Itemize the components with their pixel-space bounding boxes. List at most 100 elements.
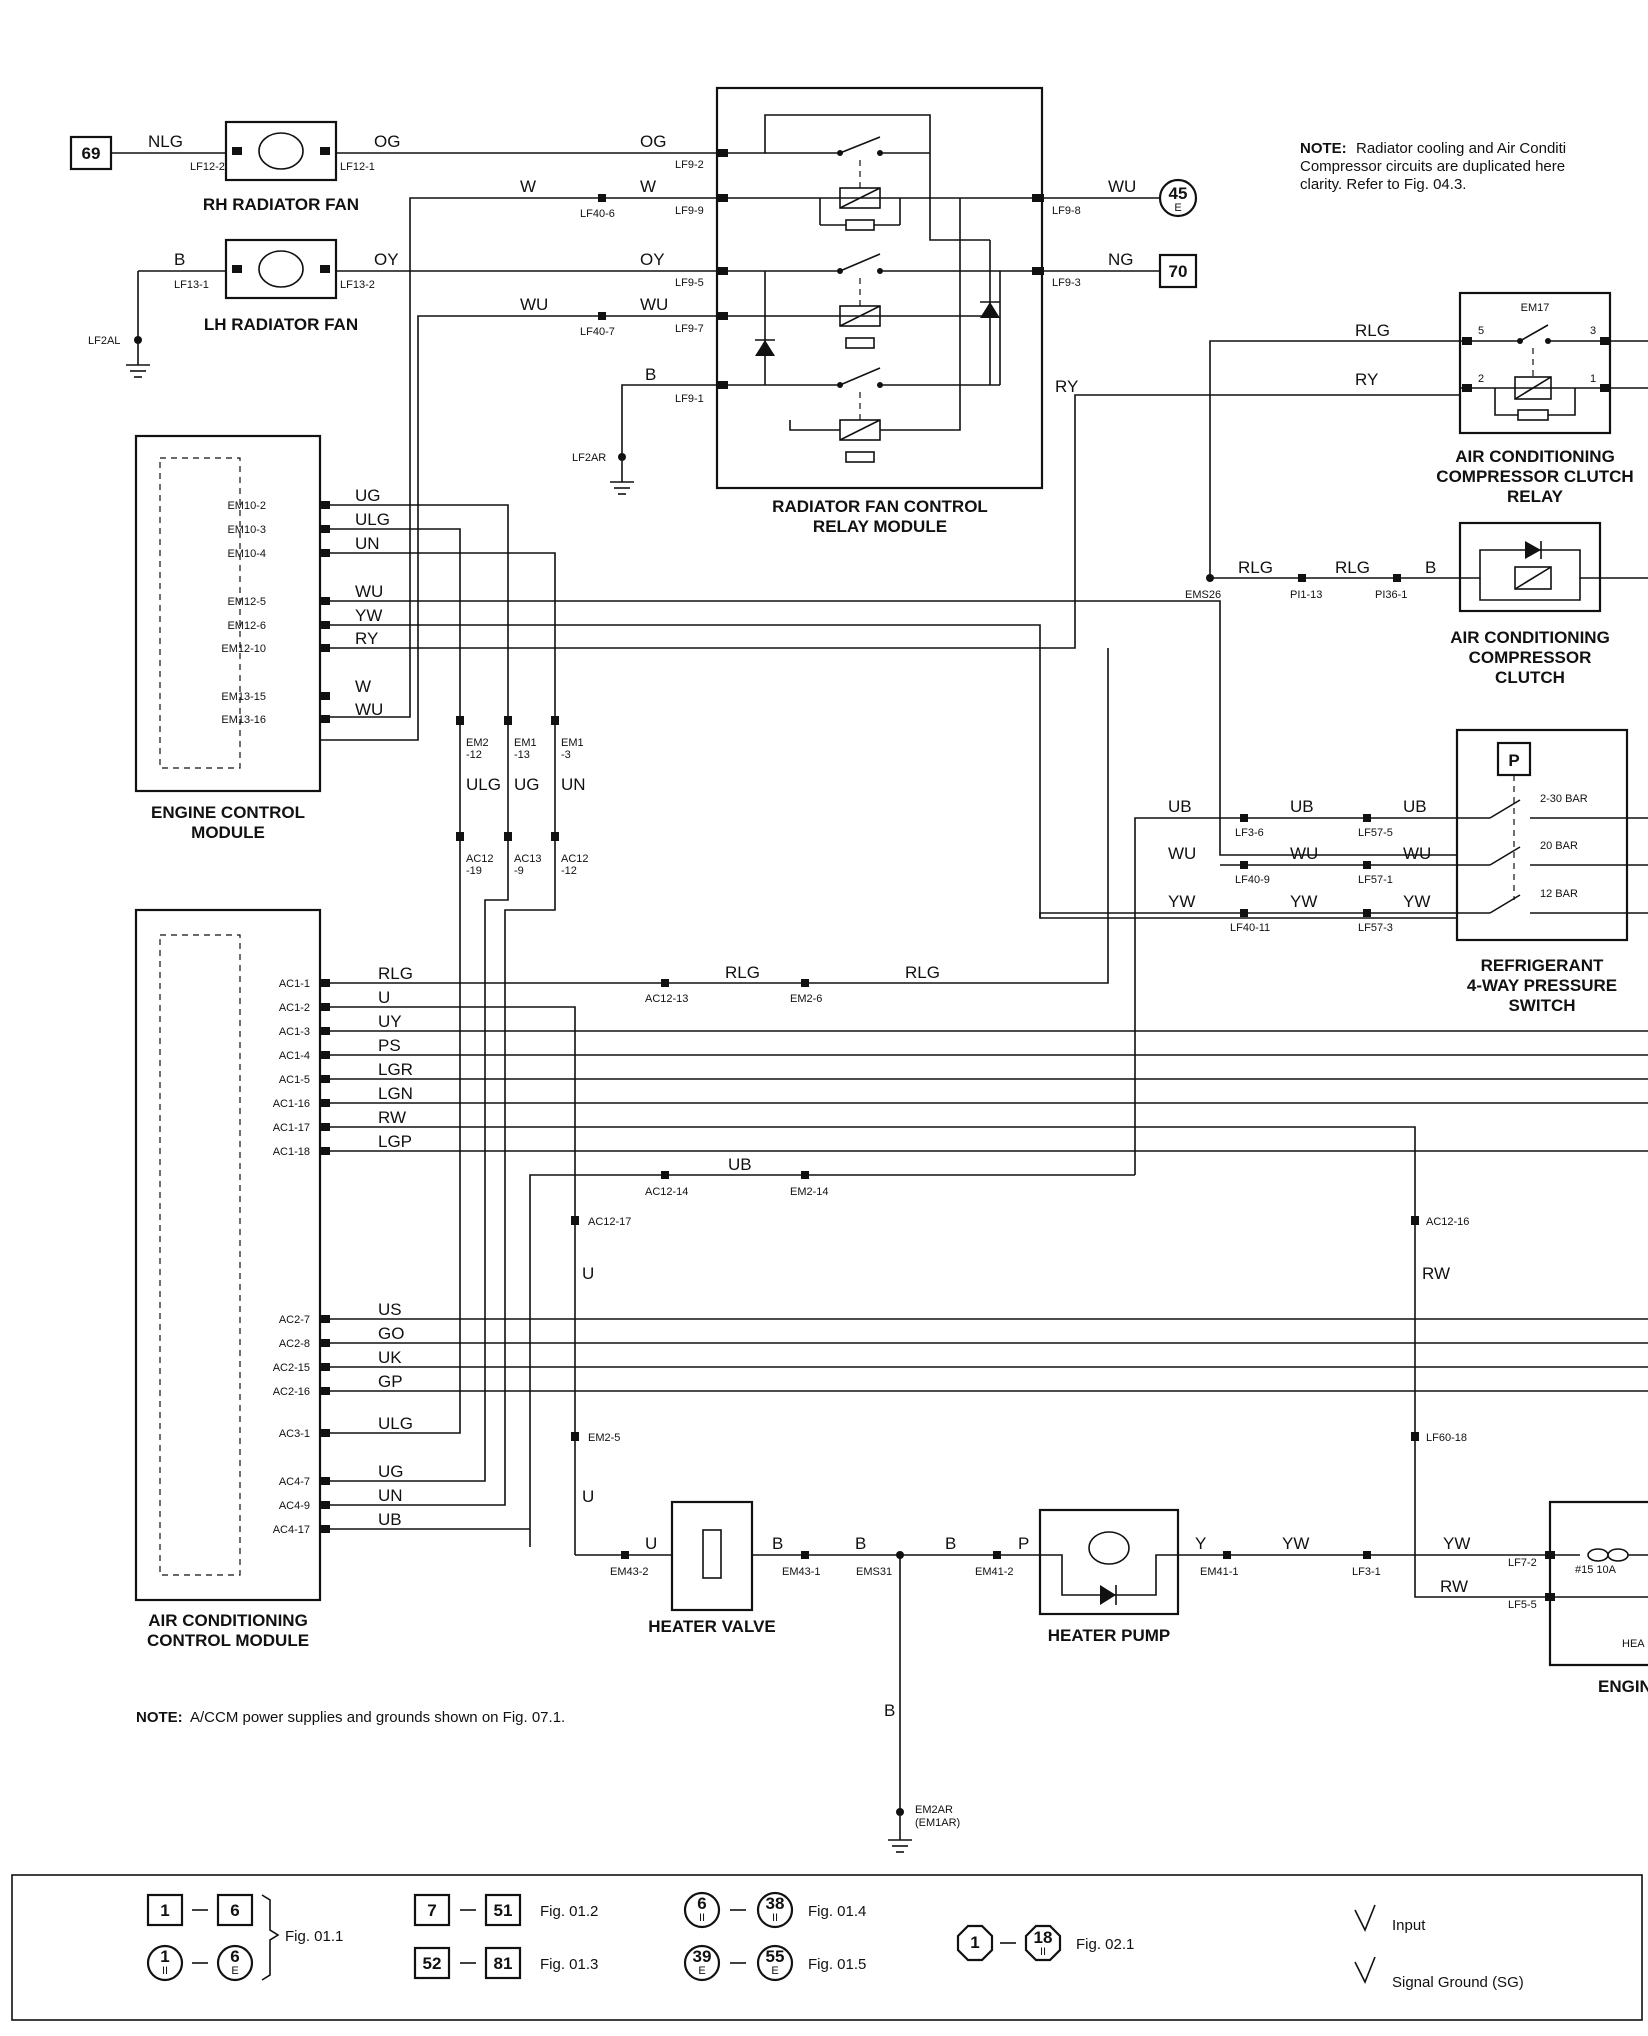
label: UB bbox=[728, 1155, 752, 1174]
label: UB bbox=[378, 1510, 402, 1529]
accm-pin: AC1-4PS bbox=[279, 1036, 401, 1062]
label: U bbox=[582, 1487, 594, 1506]
accm-pin: AC2-8GO bbox=[279, 1324, 405, 1350]
label: AC2-8 bbox=[279, 1338, 310, 1350]
label: LF5-5 bbox=[1508, 1599, 1537, 1611]
label: AC12 bbox=[561, 853, 589, 865]
label: RY bbox=[355, 629, 378, 648]
label: B bbox=[855, 1534, 866, 1553]
label: AC1-3 bbox=[279, 1026, 310, 1038]
label: E bbox=[771, 1965, 778, 1977]
label: YW bbox=[1403, 892, 1430, 911]
accm-pin: AC4-7UG bbox=[279, 1462, 404, 1488]
label: AC1-4 bbox=[279, 1050, 310, 1062]
label: UB bbox=[1290, 797, 1314, 816]
label: NOTE: bbox=[136, 1709, 183, 1726]
label: EM2-5 bbox=[588, 1432, 620, 1444]
label: REFRIGERANT bbox=[1481, 956, 1604, 975]
label: 3 bbox=[1590, 325, 1596, 337]
label: UG bbox=[355, 486, 381, 505]
label: LF7-2 bbox=[1508, 1557, 1537, 1569]
label: YW bbox=[1290, 892, 1317, 911]
label: 81 bbox=[494, 1954, 513, 1973]
label: (EM1AR) bbox=[915, 1817, 960, 1829]
label: WU bbox=[1403, 844, 1431, 863]
label: YW bbox=[1443, 1534, 1470, 1553]
label: AC1-16 bbox=[273, 1098, 310, 1110]
connector-label: LF12-1 bbox=[340, 161, 375, 173]
connector-label: LF9-5 bbox=[675, 277, 704, 289]
rlg-route: RLG RY EMS26 RLG PI1-13 RLG PI36-1 B bbox=[1185, 321, 1460, 601]
label: Y bbox=[1195, 1534, 1206, 1553]
label: Fig. 02.1 bbox=[1076, 1936, 1134, 1953]
label: 5 bbox=[1478, 325, 1484, 337]
wire-label: RY bbox=[1055, 377, 1078, 396]
label: E bbox=[231, 1965, 238, 1977]
em-connectors: EM2-12 EM1-13 EM1-3 ULG UG UN AC12-19 AC… bbox=[456, 716, 589, 877]
label: B bbox=[1425, 558, 1436, 577]
label: 52 bbox=[423, 1954, 442, 1973]
label: LF57-5 bbox=[1358, 827, 1393, 839]
label: AC1-17 bbox=[273, 1122, 310, 1134]
connector-label: LF40-6 bbox=[580, 208, 615, 220]
ecm-pin: EM13-15 W bbox=[221, 677, 371, 703]
label: HEA bbox=[1622, 1638, 1645, 1650]
ground-label: LF2AL bbox=[88, 335, 120, 347]
label: RLG bbox=[1335, 558, 1370, 577]
label: EM2 bbox=[466, 737, 489, 749]
lh-radiator-fan: B OY OY LF13-1 LF13-2 LH RADIATOR FAN LF… bbox=[88, 238, 717, 378]
label: 55 bbox=[766, 1947, 785, 1966]
label: YW bbox=[1282, 1534, 1309, 1553]
ref-circle-45: 45 bbox=[1169, 184, 1188, 203]
label: 4-WAY PRESSURE bbox=[1467, 976, 1617, 995]
lh-fan-title: LH RADIATOR FAN bbox=[204, 315, 358, 334]
wire-label: WU bbox=[520, 295, 548, 314]
label: -13 bbox=[514, 749, 530, 761]
label: ULG bbox=[466, 775, 501, 794]
label: AIR CONDITIONING bbox=[1450, 628, 1610, 647]
label: EM2-14 bbox=[790, 1186, 829, 1198]
label: WU bbox=[1290, 844, 1318, 863]
label: UY bbox=[378, 1012, 402, 1031]
label: AC12 bbox=[466, 853, 494, 865]
label: AIR CONDITIONING bbox=[1455, 447, 1615, 466]
wire-label: WU bbox=[640, 295, 668, 314]
label: COMPRESSOR CLUTCH bbox=[1436, 467, 1633, 486]
relay-module-title: RADIATOR FAN CONTROL bbox=[772, 497, 988, 516]
ecm-title: MODULE bbox=[191, 823, 265, 842]
label: AC1-1 bbox=[279, 978, 310, 990]
label: HEATER VALVE bbox=[648, 1617, 776, 1636]
label: CLUTCH bbox=[1495, 668, 1565, 687]
radiator-fan-control-relay-module: LF9-2 LF9-9 LF9-5 LF9-7 LF9-1 LF9-8 LF9-… bbox=[675, 86, 1081, 536]
wire-label: WU bbox=[1108, 177, 1136, 196]
label: RLG bbox=[378, 964, 413, 983]
label: AC4-17 bbox=[273, 1524, 310, 1536]
label: UK bbox=[378, 1348, 402, 1367]
connector-label: LF12-2 bbox=[190, 161, 225, 173]
accm-pin: AC4-9UN bbox=[279, 1486, 403, 1512]
legend: 1 6 1 II 6 E Fig. 01.1 7 51 Fig. 01.2 52… bbox=[11, 1874, 1643, 2021]
label: 1 bbox=[1590, 373, 1596, 385]
relay-module-title: RELAY MODULE bbox=[813, 517, 947, 536]
label: WU bbox=[1168, 844, 1196, 863]
label: Fig. 01.3 bbox=[540, 1956, 598, 1973]
wire-label: OY bbox=[374, 250, 399, 269]
label: AC12-14 bbox=[645, 1186, 688, 1198]
label: 1 bbox=[160, 1947, 169, 1966]
label: WU bbox=[355, 582, 383, 601]
ref-box-69: 69 bbox=[82, 144, 101, 163]
label: AC3-1 bbox=[279, 1428, 310, 1440]
label: U bbox=[378, 988, 390, 1007]
legend-sg-label: Signal Ground (SG) bbox=[1392, 1974, 1524, 1991]
label: UG bbox=[378, 1462, 404, 1481]
label: A/CCM power supplies and grounds shown o… bbox=[190, 1709, 565, 1726]
ac-compressor-clutch-relay: EM17 5 3 2 1 AIR CONDITIONING COMPRESSOR… bbox=[1436, 291, 1648, 506]
top-note: NOTE: Radiator cooling and Air Conditi C… bbox=[1300, 140, 1566, 193]
legend-input-label: Input bbox=[1392, 1917, 1426, 1934]
label: AC2-7 bbox=[279, 1314, 310, 1326]
